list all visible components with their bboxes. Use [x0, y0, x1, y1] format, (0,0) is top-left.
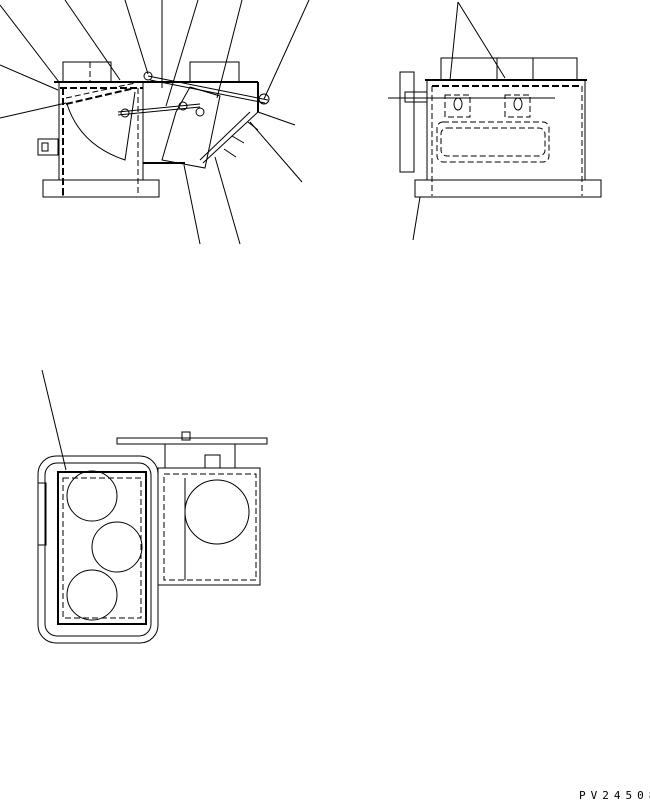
- base-plate: [414, 179, 602, 198]
- front-view: [388, 1, 602, 241]
- base-plate: [42, 179, 160, 198]
- side-view: [0, 0, 310, 245]
- drawing-code: PV24508: [579, 789, 650, 802]
- actuator-motor: [161, 86, 221, 169]
- top-view: [37, 369, 268, 644]
